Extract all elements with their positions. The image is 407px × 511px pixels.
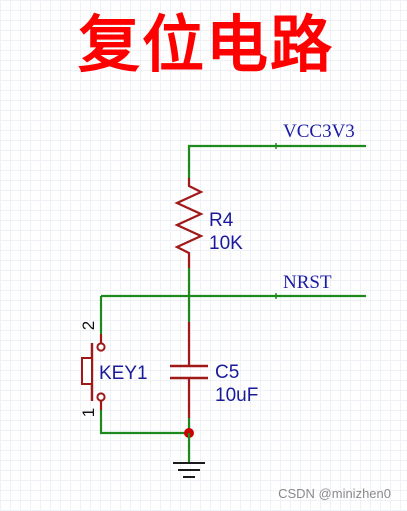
switch-key1-button: [81, 357, 93, 385]
resistor-r4: [174, 178, 204, 268]
ground-symbol: [173, 462, 205, 478]
resistor-ref: R4: [209, 210, 234, 231]
switch-bottom-wire: [99, 410, 189, 435]
capacitor-ref: C5: [215, 362, 240, 383]
resistor-value: 10K: [209, 233, 243, 254]
switch-key1-contact-bottom: [96, 392, 106, 402]
watermark: CSDN @minizhen0: [278, 486, 391, 501]
switch-key1-contact-top: [96, 342, 106, 352]
switch-pin-1: 1: [79, 407, 99, 418]
vcc-wire: [187, 144, 366, 178]
net-label-nrst: NRST: [283, 272, 332, 293]
switch-ref: KEY1: [99, 363, 148, 384]
capacitor-value: 10uF: [215, 385, 259, 406]
switch-pin-2: 2: [79, 320, 99, 331]
diagram-title: 复位电路: [78, 8, 335, 81]
net-label-vcc: VCC3V3: [283, 121, 355, 142]
